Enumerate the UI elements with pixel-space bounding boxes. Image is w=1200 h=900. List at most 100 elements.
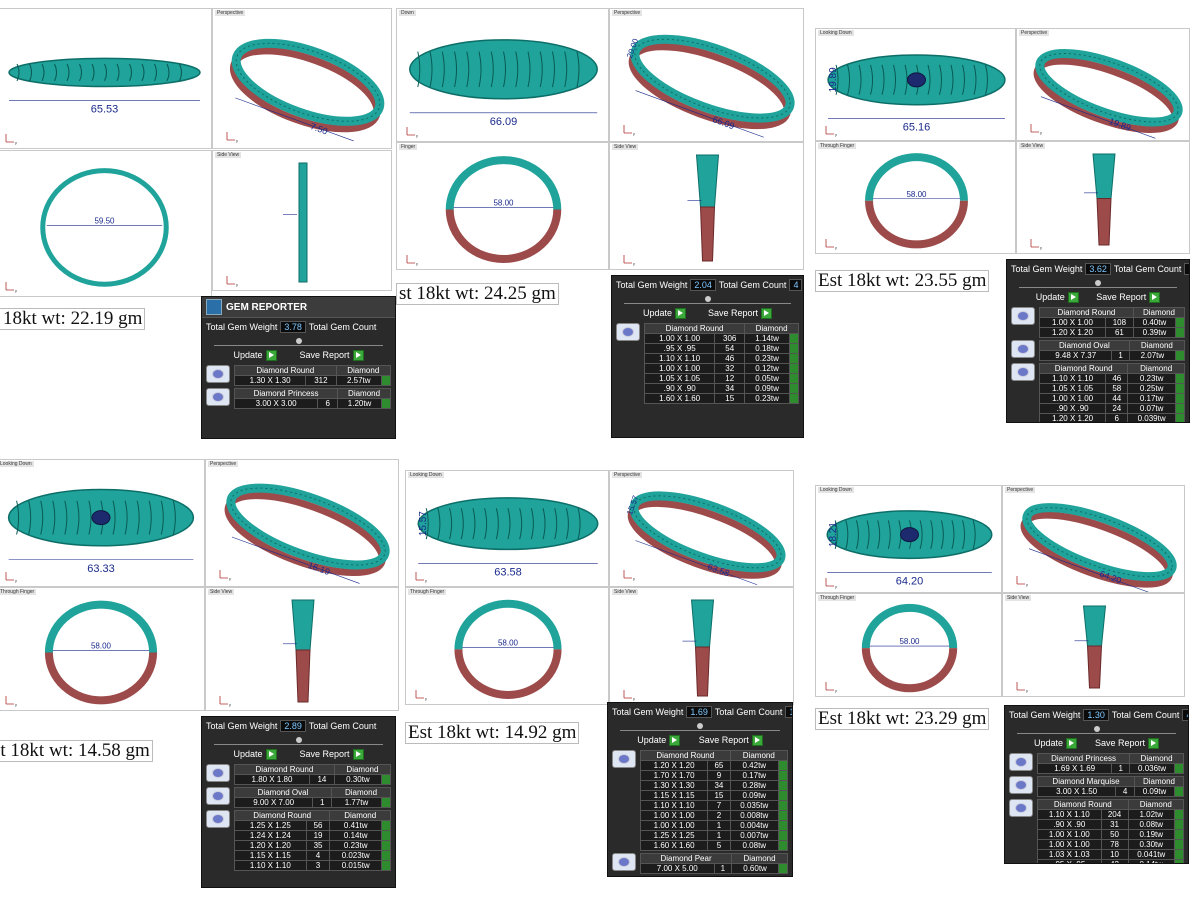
panel-splitter[interactable] xyxy=(620,722,780,731)
row-go-icon[interactable] xyxy=(789,353,799,364)
play-arrow-icon[interactable] xyxy=(1066,737,1078,749)
panel-splitter[interactable] xyxy=(1017,725,1176,734)
row-go-icon[interactable] xyxy=(778,840,788,851)
splitter-knob-icon[interactable] xyxy=(697,723,703,729)
row-go-icon[interactable] xyxy=(381,375,391,386)
play-arrow-icon[interactable] xyxy=(761,307,773,319)
row-go-icon[interactable] xyxy=(789,343,799,354)
row-go-icon[interactable] xyxy=(1175,393,1185,404)
row-go-icon[interactable] xyxy=(778,790,788,801)
splitter-knob-icon[interactable] xyxy=(295,737,302,743)
play-arrow-icon[interactable] xyxy=(265,748,277,760)
update-button[interactable]: Update xyxy=(233,748,277,760)
save-report-button[interactable]: Save Report xyxy=(299,748,364,760)
row-go-icon[interactable] xyxy=(789,373,799,384)
row-go-icon[interactable] xyxy=(381,398,391,409)
update-button[interactable]: Update xyxy=(637,734,681,746)
row-go-icon[interactable] xyxy=(1174,829,1184,840)
row-go-icon[interactable] xyxy=(381,774,391,785)
splitter-knob-icon[interactable] xyxy=(295,338,302,344)
panel-splitter[interactable] xyxy=(214,736,383,745)
splitter-knob-icon[interactable] xyxy=(1095,280,1101,286)
oval-diamond-icon[interactable] xyxy=(1011,340,1035,358)
round-diamond-icon[interactable] xyxy=(1009,799,1033,817)
marquise-diamond-icon[interactable] xyxy=(1009,776,1033,794)
row-go-icon[interactable] xyxy=(381,797,391,808)
play-arrow-icon[interactable] xyxy=(751,734,763,746)
row-go-icon[interactable] xyxy=(1175,373,1185,384)
row-go-icon[interactable] xyxy=(381,840,391,851)
row-go-icon[interactable] xyxy=(1175,317,1185,328)
update-button[interactable]: Update xyxy=(1034,737,1078,749)
round-diamond-icon[interactable] xyxy=(206,764,230,782)
row-go-icon[interactable] xyxy=(1174,786,1184,797)
row-go-icon[interactable] xyxy=(1174,819,1184,830)
round-diamond-icon[interactable] xyxy=(206,810,230,828)
row-go-icon[interactable] xyxy=(1175,327,1185,338)
round-diamond-icon[interactable] xyxy=(1011,363,1035,381)
pear-diamond-icon[interactable] xyxy=(612,853,636,871)
panel-splitter[interactable] xyxy=(214,337,383,346)
row-go-icon[interactable] xyxy=(1175,413,1185,422)
row-go-icon[interactable] xyxy=(381,850,391,861)
row-go-icon[interactable] xyxy=(778,780,788,791)
round-diamond-icon[interactable] xyxy=(616,323,640,341)
play-arrow-icon[interactable] xyxy=(352,349,364,361)
row-go-icon[interactable] xyxy=(1175,383,1185,394)
row-go-icon[interactable] xyxy=(789,393,799,404)
row-go-icon[interactable] xyxy=(1174,839,1184,850)
update-button[interactable]: Update xyxy=(233,349,277,361)
save-report-button[interactable]: Save Report xyxy=(1095,737,1160,749)
row-go-icon[interactable] xyxy=(778,863,788,874)
panel-splitter[interactable] xyxy=(1019,279,1177,288)
round-diamond-icon[interactable] xyxy=(1011,307,1035,325)
gem-row[interactable]: .95 X .95420.14tw xyxy=(1037,859,1184,863)
play-arrow-icon[interactable] xyxy=(352,748,364,760)
row-go-icon[interactable] xyxy=(381,820,391,831)
row-go-icon[interactable] xyxy=(778,800,788,811)
save-report-button[interactable]: Save Report xyxy=(1096,291,1161,303)
splitter-knob-icon[interactable] xyxy=(1093,726,1100,732)
